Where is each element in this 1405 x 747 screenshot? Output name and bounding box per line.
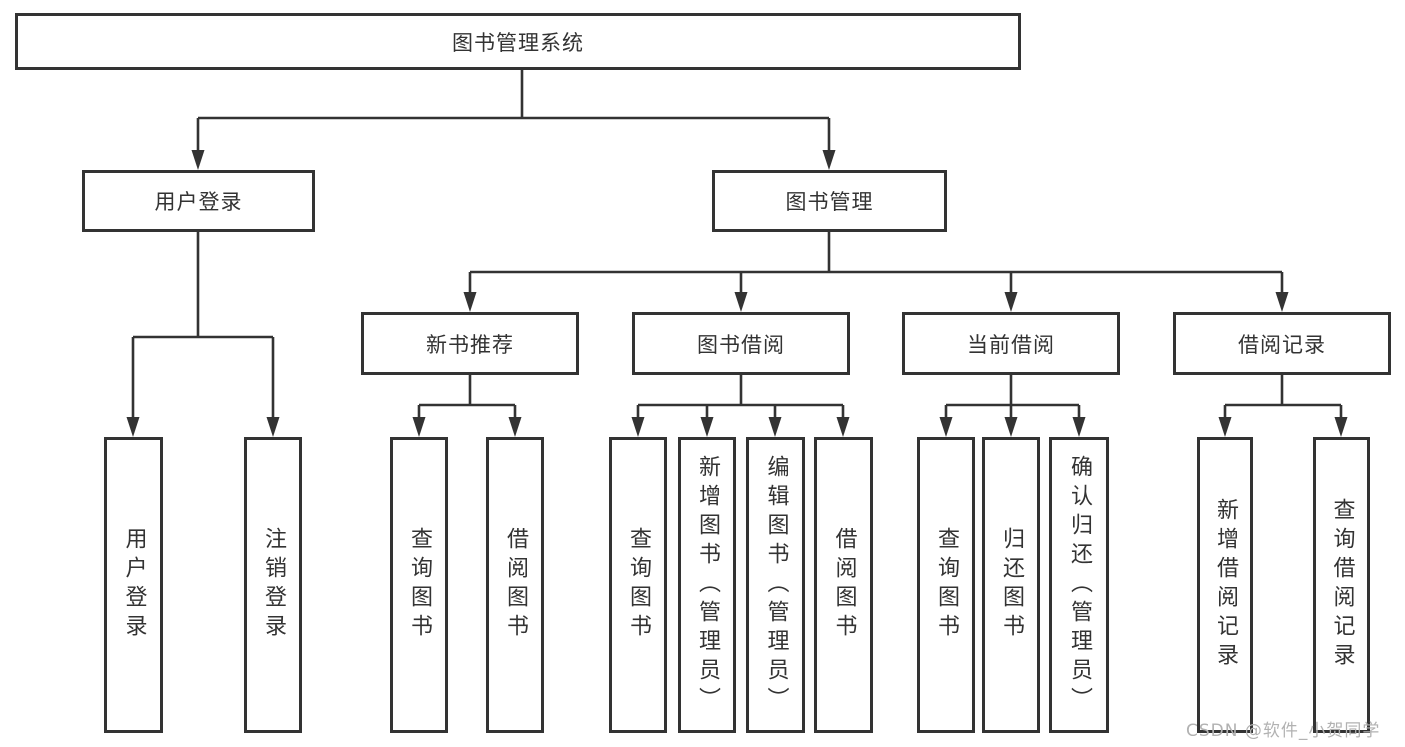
leaf-borrow-books-borrowing: 借阅图书	[814, 437, 873, 733]
leaf-add-book-admin-label: 新增图书（管理员）	[695, 454, 720, 716]
node-library-system: 图书管理系统	[15, 13, 1021, 70]
leaf-borrow-books-recommend: 借阅图书	[486, 437, 544, 733]
leaf-query-borrow-record: 查询借阅记录	[1313, 437, 1370, 733]
csdn-watermark: CSDN @软件_小贺同学	[1186, 721, 1381, 741]
leaf-borrow-books-borrowing-label: 借阅图书	[831, 527, 857, 643]
leaf-return-book-label: 归还图书	[999, 527, 1024, 643]
leaf-query-books-recommend-label: 查询图书	[407, 527, 432, 643]
node-new-book-recommend: 新书推荐	[361, 312, 579, 375]
leaf-query-borrow-record-label: 查询借阅记录	[1329, 498, 1355, 672]
node-current-borrowing-label: 当前借阅	[967, 332, 1055, 357]
leaf-query-books-borrowing: 查询图书	[609, 437, 667, 733]
leaf-add-borrow-record-label: 新增借阅记录	[1213, 498, 1238, 672]
node-borrowing-records-label: 借阅记录	[1238, 332, 1326, 357]
leaf-user-login: 用户登录	[104, 437, 163, 733]
leaf-edit-book-admin: 编辑图书（管理员）	[746, 437, 805, 733]
leaf-logout-label: 注销登录	[261, 527, 286, 643]
node-book-management-label: 图书管理	[785, 190, 874, 214]
leaf-query-books-borrowing-label: 查询图书	[626, 527, 651, 643]
node-book-borrowing: 图书借阅	[632, 312, 850, 375]
leaf-confirm-return-admin-label: 确认归还（管理员）	[1067, 454, 1092, 716]
node-book-management: 图书管理	[712, 170, 947, 232]
node-new-book-recommend-label: 新书推荐	[426, 332, 514, 357]
leaf-confirm-return-admin: 确认归还（管理员）	[1049, 437, 1109, 733]
leaf-add-borrow-record: 新增借阅记录	[1197, 437, 1253, 733]
node-borrowing-records: 借阅记录	[1173, 312, 1391, 375]
leaf-borrow-books-recommend-label: 借阅图书	[503, 527, 528, 643]
leaf-query-books-recommend: 查询图书	[390, 437, 448, 733]
leaf-user-login-label: 用户登录	[121, 527, 147, 643]
node-book-borrowing-label: 图书借阅	[697, 332, 785, 357]
leaf-add-book-admin: 新增图书（管理员）	[678, 437, 736, 733]
node-user-login: 用户登录	[82, 170, 315, 232]
leaf-logout: 注销登录	[244, 437, 302, 733]
leaf-query-books-current-label: 查询图书	[934, 527, 959, 643]
node-current-borrowing: 当前借阅	[902, 312, 1120, 375]
node-user-login-label: 用户登录	[154, 190, 243, 214]
leaf-query-books-current: 查询图书	[917, 437, 975, 733]
leaf-edit-book-admin-label: 编辑图书（管理员）	[763, 454, 789, 716]
flow-arrowheads	[126, 150, 1348, 437]
leaf-return-book: 归还图书	[982, 437, 1040, 733]
tree-edges	[131, 70, 1343, 425]
node-library-system-label: 图书管理系统	[452, 30, 584, 55]
